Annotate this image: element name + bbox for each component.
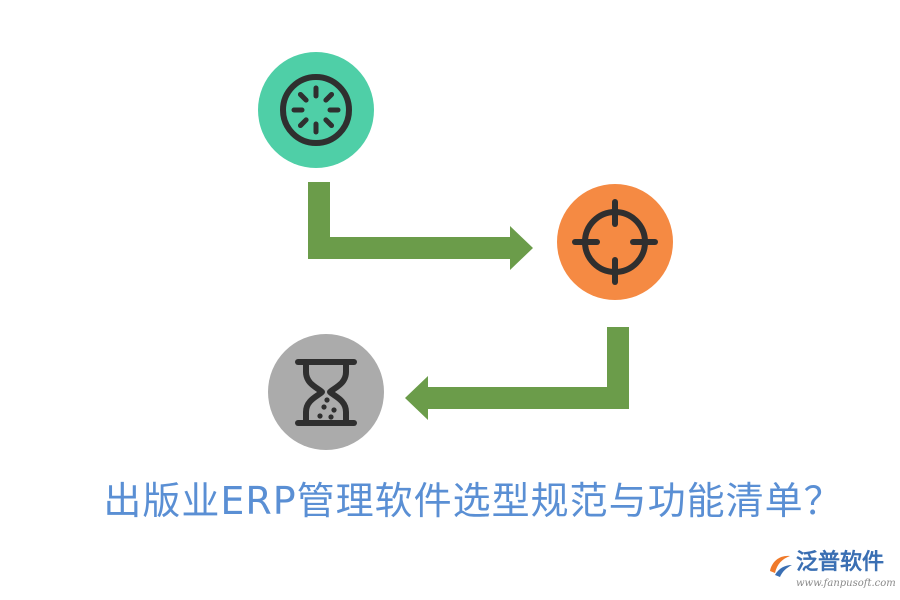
sand-grain [321,404,327,410]
brand-logo: 泛普软件 www.fanpusoft.com [766,548,896,596]
logo-mark-icon [770,555,792,577]
connector-arrow-left [405,327,629,420]
logo-url: www.fanpusoft.com [796,578,896,589]
spinner-tick [323,91,335,103]
hourglass-right-glass [327,359,349,426]
sand-grain [317,413,323,419]
hourglass-icon [295,359,357,426]
spinner-ring [280,74,352,146]
loading-spinner-icon [280,74,352,146]
timer-node [268,334,384,450]
logo-name: 泛普软件 [796,550,885,575]
loading-node [258,52,374,168]
connector-arrow-right [308,182,533,270]
sand-grain [328,414,334,420]
spinner-tick [323,117,335,129]
target-node [557,184,673,300]
spinner-tick [297,117,309,129]
sand-grain [331,407,337,413]
crosshair-target-icon [572,199,658,285]
hourglass-left-glass [303,359,325,426]
spinner-tick [297,91,309,103]
sand-grain [324,397,330,403]
page-title: 出版业ERP管理软件选型规范与功能清单？ [103,479,843,523]
